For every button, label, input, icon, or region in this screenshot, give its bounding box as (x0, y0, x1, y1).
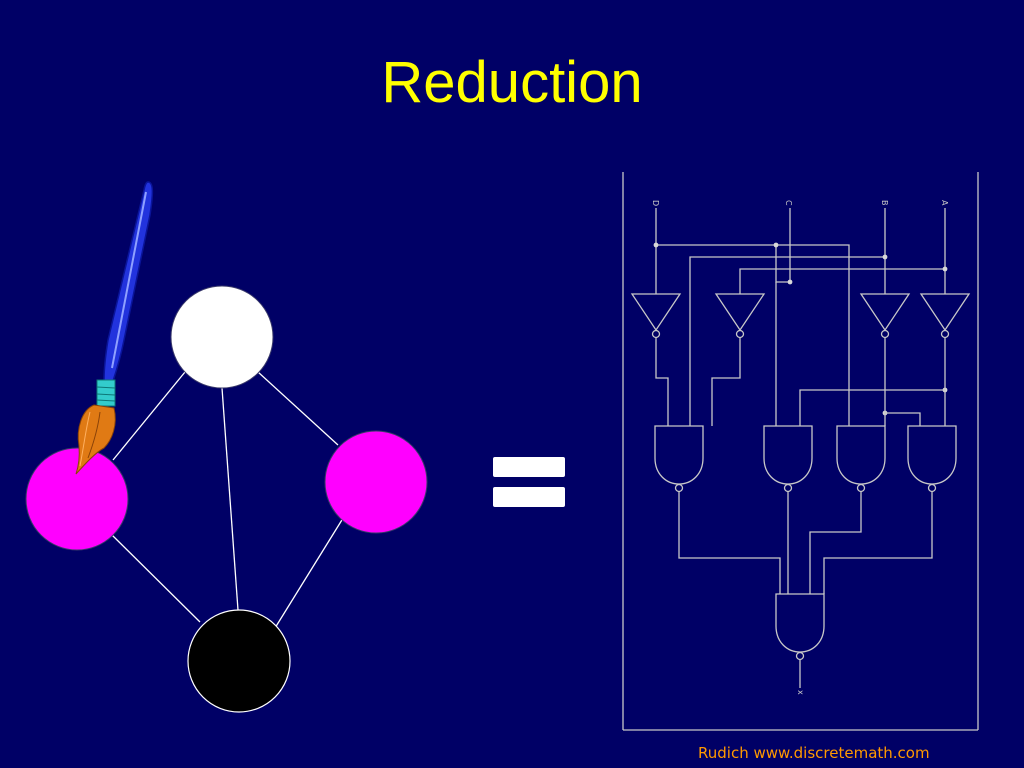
circuit-input-label-b: B (880, 200, 889, 206)
circuit-input-label-d: D (651, 200, 660, 206)
graph-node-left (25, 447, 129, 551)
nand-gate-3 (836, 425, 886, 493)
not-gate-b (859, 293, 911, 339)
not-gate-d (630, 293, 682, 339)
graph-edges (111, 371, 346, 629)
edge-top-bottom (221, 387, 239, 611)
graph-node-right (324, 430, 428, 534)
equals-icon (493, 457, 565, 507)
footer-credit: Rudich www.discretemath.com (698, 744, 930, 762)
slide-title: Reduction (381, 50, 643, 115)
edge-left-bottom (111, 534, 201, 623)
paintbrush-icon (75, 181, 154, 475)
not-gate-a (919, 293, 971, 339)
circuit-diagram: D C B A (622, 172, 979, 731)
edge-right-bottom (274, 514, 346, 629)
edge-top-right (257, 371, 339, 446)
circuit-input-label-a: A (940, 200, 949, 206)
circuit-input-label-c: C (784, 200, 793, 206)
nand-gate-4 (907, 425, 957, 493)
nand-gate-2 (763, 425, 813, 493)
not-gate-a-left (714, 293, 766, 339)
graph-node-top (170, 285, 274, 389)
edge-top-left (112, 371, 186, 461)
graph-node-bottom (187, 609, 291, 713)
nand-gate-output (775, 593, 825, 661)
nand-gate-1 (654, 425, 704, 493)
circuit-output-label: x (796, 690, 805, 695)
